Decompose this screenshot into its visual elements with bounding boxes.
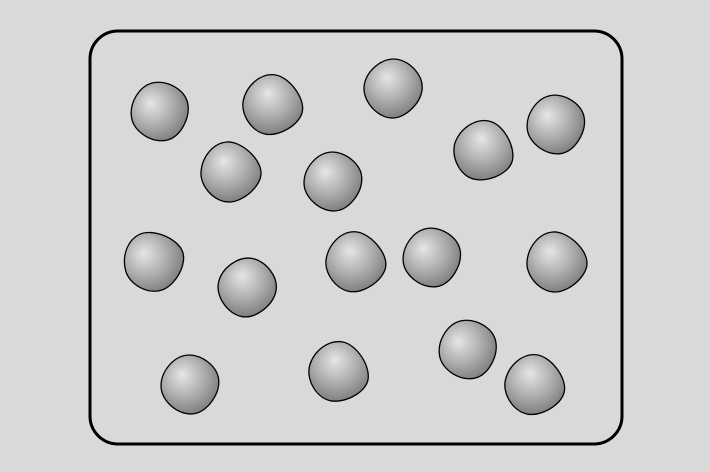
particle: [504, 354, 566, 416]
particle: [123, 231, 185, 292]
particle: [160, 354, 220, 415]
particle: [526, 231, 588, 293]
particle: [438, 319, 497, 380]
particle: [402, 227, 462, 288]
particle: [363, 58, 423, 119]
particle: [242, 74, 304, 136]
particle-group: [123, 58, 588, 416]
particle: [130, 81, 189, 142]
particle: [200, 141, 262, 203]
particle: [526, 94, 586, 155]
particle: [303, 151, 363, 212]
particle: [453, 119, 514, 181]
particle: [325, 231, 387, 293]
container-box: [88, 29, 624, 446]
particle: [217, 257, 277, 318]
particle: [308, 340, 369, 402]
